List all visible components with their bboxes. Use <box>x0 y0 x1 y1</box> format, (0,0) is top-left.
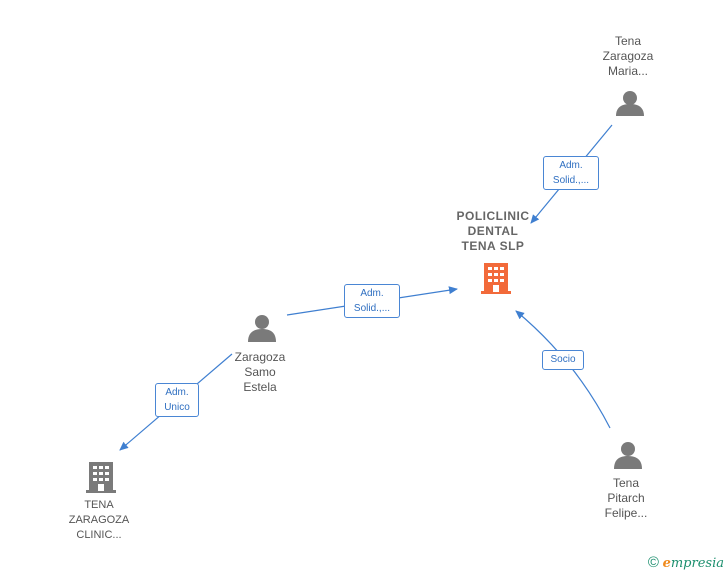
building-icon[interactable] <box>481 263 511 294</box>
label-line: TENA SLP <box>461 239 525 253</box>
building-icon[interactable] <box>86 462 116 493</box>
edge-label-estela-to-main[interactable]: Adm. Solid.,... <box>344 284 400 318</box>
edge-label-felipe-to-main[interactable]: Socio <box>542 350 584 370</box>
label-line: Tena <box>614 34 642 48</box>
label-line: Zaragoza <box>234 350 286 364</box>
label-line: Samo <box>244 365 276 379</box>
person-label-tena-pitarch-felipe[interactable]: Tena Pitarch Felipe... <box>586 476 666 521</box>
label-line: POLICLINIC <box>456 209 530 223</box>
label-line: Tena <box>612 476 640 490</box>
brand-name: mpresia <box>670 556 724 571</box>
brand-initial: e <box>662 556 671 571</box>
edge-label-line: Unico <box>164 402 190 413</box>
label-line: Zaragoza <box>602 49 654 63</box>
edge-label-line: Adm. <box>360 288 384 299</box>
label-line: Pitarch <box>607 491 645 505</box>
person-label-tena-zaragoza-maria[interactable]: Tena Zaragoza Maria... <box>588 34 668 79</box>
edge-label-maria-to-main[interactable]: Adm. Solid.,... <box>543 156 599 190</box>
label-line: DENTAL <box>467 224 519 238</box>
label-line: Estela <box>243 380 277 394</box>
edge-label-line: Adm. <box>165 387 189 398</box>
edge-label-line: Solid.,... <box>552 175 590 186</box>
label-line: CLINIC... <box>76 529 122 541</box>
main-company-label[interactable]: POLICLINIC DENTAL TENA SLP <box>443 209 543 254</box>
edge-label-line: Socio <box>550 354 576 365</box>
copyright-icon: © <box>647 554 659 571</box>
label-line: TENA <box>84 499 114 511</box>
company-label-tena-zaragoza-clinic[interactable]: TENA ZARAGOZA CLINIC... <box>54 498 144 543</box>
brand-logo: © empresia <box>648 554 724 571</box>
person-icon[interactable] <box>248 315 276 342</box>
person-label-zaragoza-samo-estela[interactable]: Zaragoza Samo Estela <box>220 350 300 395</box>
person-icon[interactable] <box>614 442 642 469</box>
edge-label-estela-to-clinic[interactable]: Adm. Unico <box>155 383 199 417</box>
label-line: Felipe... <box>604 506 648 520</box>
person-icon[interactable] <box>616 91 644 116</box>
edge-label-line: Solid.,... <box>353 303 391 314</box>
label-line: ZARAGOZA <box>68 514 130 526</box>
label-line: Maria... <box>607 64 648 78</box>
edge-label-line: Adm. <box>559 160 583 171</box>
